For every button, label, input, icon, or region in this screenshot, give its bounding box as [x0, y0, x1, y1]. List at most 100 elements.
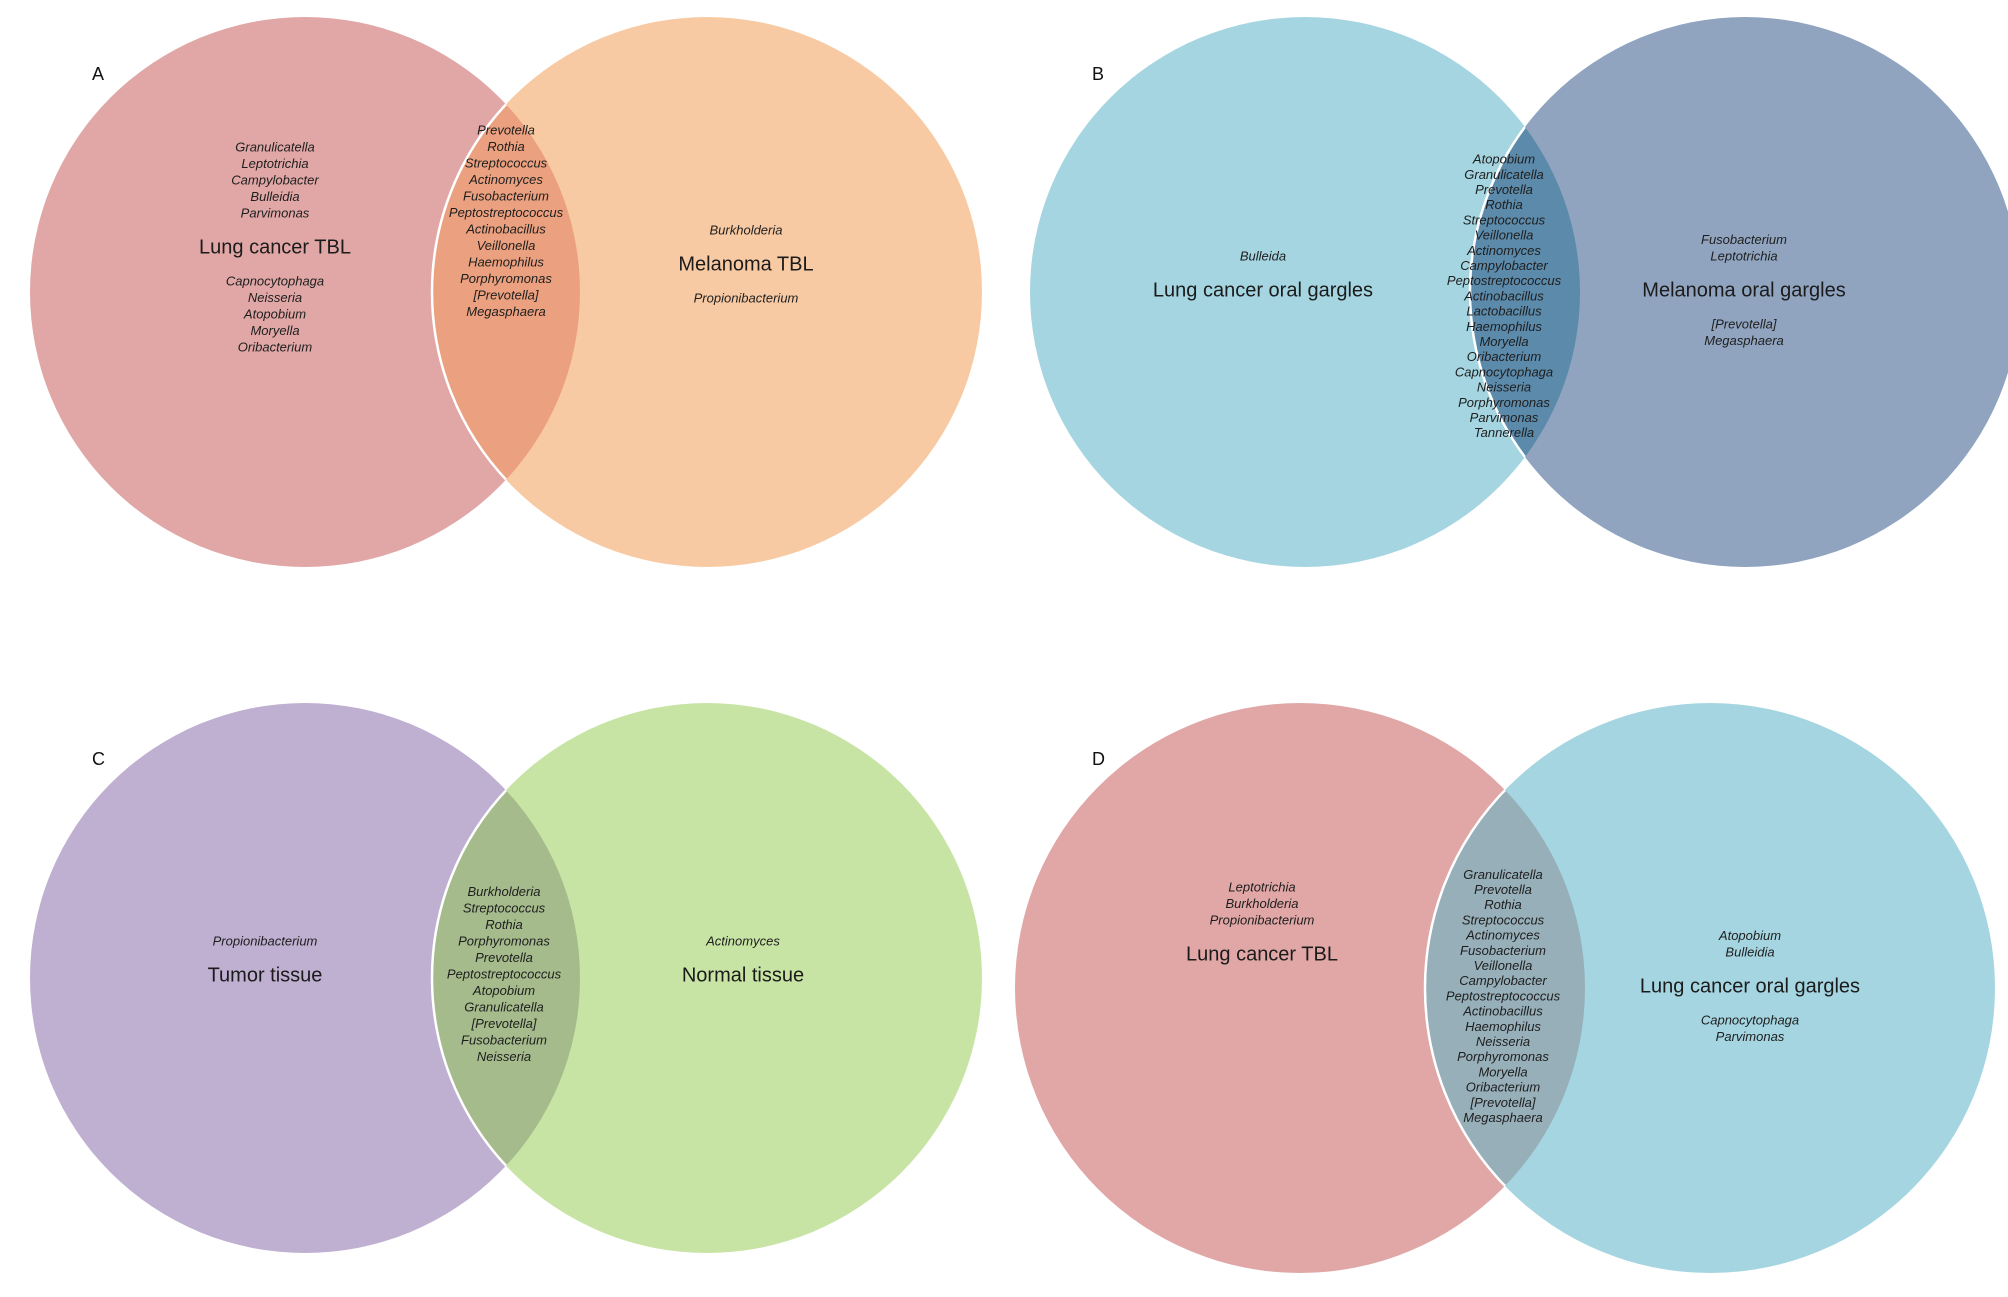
taxon-label: Oribacterium	[1467, 349, 1542, 364]
right-set-b: Melanoma oral gargles FusobacteriumLeptot…	[1642, 232, 1845, 348]
taxon-label: Parvimonas	[1470, 410, 1539, 425]
taxon-label: Neisseria	[477, 1049, 531, 1064]
right-set-d: Lung cancer oral garglesAtopobiumBulleid…	[1640, 928, 1860, 1044]
set-label: Melanoma oral gargles	[1642, 279, 1845, 301]
overlap-outline-c	[430, 703, 580, 1253]
taxon-label: [Prevotella]	[470, 1016, 536, 1031]
overlap-outline-d	[1423, 703, 1585, 1273]
taxon-label: Granulicatella	[235, 139, 315, 154]
set-label: Melanoma TBL	[678, 253, 813, 275]
taxon-label: Peptostreptococcus	[1447, 273, 1562, 288]
taxon-label: Capnocytophaga	[1701, 1012, 1799, 1027]
taxon-label: Neisseria	[1476, 1034, 1530, 1049]
overlap-set-b: AtopobiumGranulicatellaPrevotellaRothiaS…	[1447, 152, 1562, 441]
taxon-label: Capnocytophaga	[1455, 364, 1553, 379]
taxon-label: Atopobium	[472, 983, 535, 998]
taxon-label: Leptotrichia	[241, 156, 308, 171]
taxon-label: Fusobacterium	[1701, 232, 1787, 247]
taxon-label: Porphyromonas	[1458, 395, 1550, 410]
taxon-label: Veillonella	[1474, 958, 1533, 973]
taxon-label: Megasphaera	[466, 304, 546, 319]
taxon-label: Peptostreptococcus	[1446, 988, 1561, 1003]
taxon-label: Burkholderia	[710, 222, 783, 237]
taxon-label: Haemophilus	[468, 255, 544, 270]
taxon-label: Prevotella	[475, 950, 533, 965]
circle-normal-tissue	[432, 703, 982, 1253]
taxon-label: Veillonella	[1475, 228, 1534, 243]
circle-melanoma-tbl	[432, 17, 982, 567]
panel-letter: A	[92, 64, 104, 84]
taxon-label: Actinomyces	[1465, 928, 1540, 943]
taxon-label: Campylobacter	[1459, 973, 1547, 988]
taxon-label: Granulicatella	[1464, 167, 1544, 182]
taxon-label: Moryella	[1479, 334, 1528, 349]
taxon-label: Parvimonas	[241, 205, 310, 220]
taxon-label: Porphyromonas	[1457, 1049, 1549, 1064]
set-label: Tumor tissue	[208, 964, 323, 986]
taxon-label: Rothia	[487, 139, 525, 154]
taxon-label: Prevotella	[477, 123, 535, 138]
taxon-label: Atopobium	[243, 306, 306, 321]
taxon-label: Rothia	[1485, 197, 1523, 212]
taxon-label: [Prevotella]	[472, 288, 538, 303]
taxon-label: Capnocytophaga	[226, 273, 324, 288]
taxon-label: Actinobacillus	[465, 222, 546, 237]
taxon-label: Burkholderia	[468, 884, 541, 899]
taxon-label: Campylobacter	[231, 172, 319, 187]
taxon-label: Porphyromonas	[460, 271, 552, 286]
taxon-label: Peptostreptococcus	[449, 205, 564, 220]
panel-letter: C	[92, 749, 105, 769]
taxon-label: Prevotella	[1474, 882, 1532, 897]
taxon-label: Lactobacillus	[1466, 304, 1542, 319]
circle-melanoma-oral-gargles	[1470, 17, 2008, 567]
venn-panel-d: D Lung cancer TBLLeptotrichiaBurkholderi…	[1015, 703, 1995, 1273]
taxon-label: Veillonella	[477, 238, 536, 253]
taxon-label: Neisseria	[1477, 380, 1531, 395]
taxon-label: Actinobacillus	[1463, 288, 1544, 303]
set-label: Lung cancer TBL	[199, 236, 351, 258]
overlap-set-c: BurkholderiaStreptococcusRothiaPorphyrom…	[447, 884, 562, 1064]
taxon-label: Leptotrichia	[1228, 879, 1295, 894]
taxon-label: Rothia	[485, 917, 523, 932]
taxon-label: Megasphaera	[1704, 333, 1784, 348]
taxon-label: Propionibacterium	[694, 290, 799, 305]
panel-letter: D	[1092, 749, 1105, 769]
overlap-outline-a	[430, 17, 580, 567]
taxon-label: Leptotrichia	[1710, 248, 1777, 263]
taxon-label: Streptococcus	[465, 156, 548, 171]
taxon-label: Moryella	[250, 323, 299, 338]
taxon-label: Actinomyces	[1466, 243, 1541, 258]
taxon-label: Megasphaera	[1463, 1110, 1543, 1125]
taxon-label: Tannerella	[1474, 425, 1534, 440]
taxon-label: Burkholderia	[1226, 896, 1299, 911]
taxon-label: Actinomyces	[468, 172, 543, 187]
taxon-label: Streptococcus	[1463, 212, 1546, 227]
right-set-c: Normal tissue Actinomyces	[682, 933, 804, 986]
taxon-label: Campylobacter	[1460, 258, 1548, 273]
taxon-label: Rothia	[1484, 897, 1522, 912]
overlap-set-a: PrevotellaRothiaStreptococcusActinomyces…	[449, 123, 564, 320]
venn-panel-a: A Lung cancer TBL GranulicatellaLeptotric…	[30, 17, 982, 567]
taxon-label: Atopobium	[1718, 928, 1781, 943]
taxon-label: Bulleida	[1240, 248, 1286, 263]
taxon-label: Streptococcus	[463, 900, 546, 915]
taxon-label: Oribacterium	[1466, 1080, 1541, 1095]
taxon-label: [Prevotella]	[1469, 1095, 1535, 1110]
taxon-label: Bulleidia	[250, 189, 299, 204]
taxon-label: Moryella	[1478, 1064, 1527, 1079]
set-label: Normal tissue	[682, 964, 804, 986]
taxon-label: Granulicatella	[464, 999, 544, 1014]
taxon-label: Prevotella	[1475, 182, 1533, 197]
taxon-label: Porphyromonas	[458, 933, 550, 948]
circle-lung-cancer-tbl-d	[1015, 703, 1585, 1273]
taxon-label: Neisseria	[248, 290, 302, 305]
taxon-label: Actinomyces	[705, 933, 780, 948]
taxon-label: Atopobium	[1472, 152, 1535, 167]
taxon-label: Bulleidia	[1725, 944, 1774, 959]
circle-lung-cancer-oral-gargles	[1030, 17, 1580, 567]
